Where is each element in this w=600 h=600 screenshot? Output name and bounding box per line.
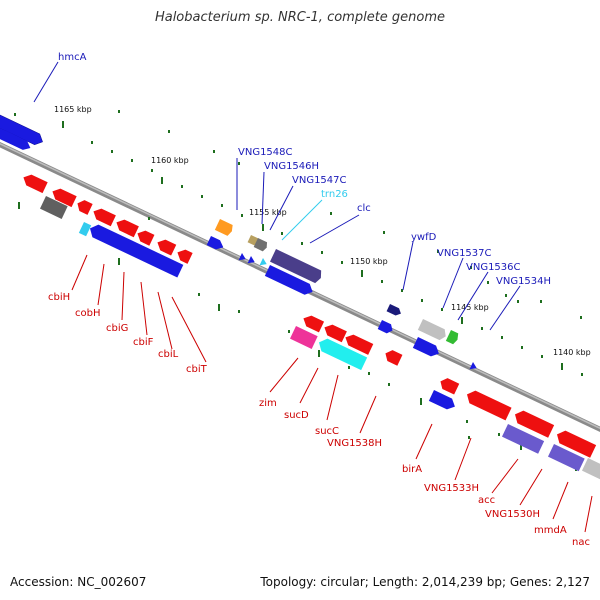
gene-label[interactable]: birA bbox=[402, 464, 422, 475]
gene-arrow[interactable] bbox=[0, 128, 33, 152]
gene-labels-blue: hmcA VNG1548C VNG1546H VNG1547C clc ywfD… bbox=[58, 52, 551, 287]
gene-arrow[interactable] bbox=[501, 424, 545, 454]
gene-label[interactable]: VNG1546H bbox=[264, 161, 319, 172]
gene-label[interactable]: mmdA bbox=[534, 525, 567, 536]
leader-lines-blue bbox=[33, 61, 521, 331]
gene-arrow[interactable] bbox=[238, 253, 248, 263]
gene-arrow[interactable] bbox=[412, 337, 442, 359]
gene-label[interactable]: cbiL bbox=[158, 349, 179, 360]
gene-label[interactable]: clc bbox=[357, 203, 371, 214]
gene-label[interactable]: zim bbox=[259, 398, 277, 409]
gene-arrow[interactable] bbox=[87, 222, 184, 278]
forward-strand-genes bbox=[0, 114, 479, 372]
gene-arrow[interactable] bbox=[554, 428, 597, 458]
kbp-tick-label: 1145 kbp bbox=[451, 303, 489, 312]
gene-arrow[interactable] bbox=[417, 319, 448, 342]
gene-arrow[interactable] bbox=[547, 444, 585, 472]
gene-arrow[interactable] bbox=[377, 320, 395, 335]
kbp-tick-label: 1150 kbp bbox=[350, 257, 388, 266]
gene-arrow[interactable] bbox=[253, 238, 269, 252]
gene-label[interactable]: VNG1538H bbox=[327, 438, 382, 449]
gene-label[interactable]: VNG1537C bbox=[437, 248, 492, 259]
gene-label[interactable]: VNG1530H bbox=[485, 509, 540, 520]
gene-label[interactable]: acc bbox=[478, 495, 495, 506]
gene-label[interactable]: cbiG bbox=[106, 323, 128, 334]
kbp-tick-label: 1160 kbp bbox=[151, 156, 189, 165]
gene-arrow[interactable] bbox=[175, 247, 193, 264]
gene-arrow[interactable] bbox=[269, 249, 324, 284]
gene-arrow[interactable] bbox=[247, 256, 257, 266]
gene-label[interactable]: VNG1534H bbox=[496, 276, 551, 287]
gene-arrow[interactable] bbox=[75, 198, 93, 215]
tick-marks bbox=[14, 110, 583, 471]
gene-arrow[interactable] bbox=[581, 458, 600, 480]
gene-arrow[interactable] bbox=[206, 236, 226, 252]
gene-arrow[interactable] bbox=[91, 206, 116, 227]
gene-label[interactable]: VNG1548C bbox=[238, 147, 293, 158]
gene-label[interactable]: cobH bbox=[75, 308, 100, 319]
accession-text: Accession: NC_002607 bbox=[10, 575, 147, 589]
gene-arrow[interactable] bbox=[259, 258, 269, 268]
gene-labels-red: cbiH cobH cbiG cbiF cbiL cbiT zim sucD s… bbox=[48, 292, 590, 548]
gene-label[interactable]: VNG1536C bbox=[466, 262, 521, 273]
gene-label[interactable]: cbiH bbox=[48, 292, 70, 303]
gene-arrow[interactable] bbox=[264, 265, 315, 297]
gene-arrow[interactable] bbox=[428, 390, 458, 412]
gene-arrow[interactable] bbox=[247, 235, 260, 246]
gene-arrow[interactable] bbox=[464, 388, 512, 421]
gene-label[interactable]: VNG1533H bbox=[424, 483, 479, 494]
gene-arrow[interactable] bbox=[135, 228, 155, 246]
gene-arrow[interactable] bbox=[214, 219, 235, 237]
gene-arrow[interactable] bbox=[289, 326, 318, 349]
gene-label[interactable]: hmcA bbox=[58, 52, 87, 63]
leader-lines-red bbox=[71, 254, 593, 533]
gene-label[interactable]: trn26 bbox=[321, 189, 348, 200]
gene-arrow[interactable] bbox=[469, 362, 479, 372]
gene-arrow[interactable] bbox=[438, 376, 460, 395]
gene-arrow[interactable] bbox=[21, 172, 48, 194]
gene-arrow[interactable] bbox=[343, 332, 374, 355]
gene-arrow[interactable] bbox=[78, 222, 92, 237]
gene-arrow[interactable] bbox=[383, 348, 403, 366]
gene-arrow[interactable] bbox=[0, 114, 45, 147]
kbp-tick-label: 1165 kbp bbox=[54, 105, 92, 114]
gene-label[interactable]: cbiF bbox=[133, 337, 154, 348]
gene-arrow[interactable] bbox=[114, 217, 139, 238]
gene-arrow[interactable] bbox=[386, 304, 403, 317]
gene-arrow[interactable] bbox=[322, 322, 347, 343]
reverse-strand-genes bbox=[21, 172, 600, 480]
gene-arrow[interactable] bbox=[301, 313, 325, 333]
genome-info-text: Topology: circular; Length: 2,014,239 bp… bbox=[260, 575, 590, 589]
leader-line-cyan bbox=[281, 199, 323, 241]
kbp-tick-label: 1140 kbp bbox=[553, 348, 591, 357]
gene-arrow[interactable] bbox=[445, 330, 460, 345]
gene-arrow[interactable] bbox=[50, 186, 77, 208]
gene-label[interactable]: sucC bbox=[315, 426, 339, 437]
gene-arrow[interactable] bbox=[316, 336, 368, 371]
gene-label[interactable]: ywfD bbox=[411, 232, 437, 243]
gene-label[interactable]: VNG1547C bbox=[292, 175, 347, 186]
kbp-tick-label: 1155 kbp bbox=[249, 208, 287, 217]
gene-arrow[interactable] bbox=[155, 237, 177, 256]
gene-arrow[interactable] bbox=[39, 196, 68, 219]
gene-label[interactable]: cbiT bbox=[186, 364, 208, 375]
map-title: Halobacterium sp. NRC-1, complete genome bbox=[154, 10, 446, 25]
gene-label[interactable]: sucD bbox=[284, 410, 309, 421]
gene-label[interactable]: nac bbox=[572, 537, 590, 548]
gene-arrow[interactable] bbox=[512, 408, 555, 438]
